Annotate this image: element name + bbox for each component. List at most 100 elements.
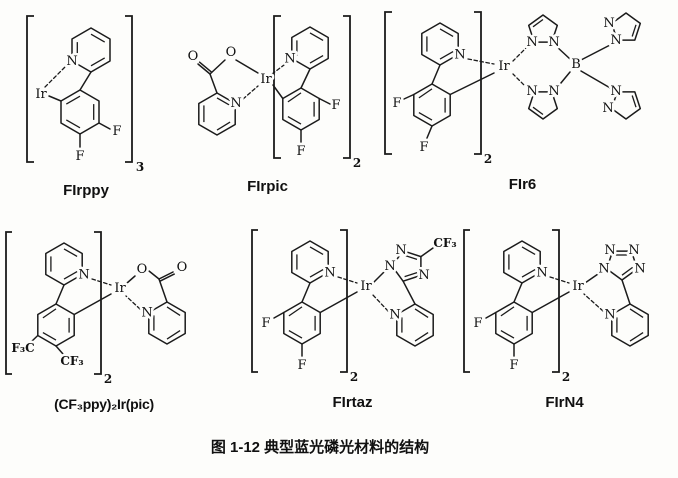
- nitrogen-atom-label: N: [526, 84, 537, 99]
- c-f-bond: [403, 93, 415, 100]
- triazole-pyridine-ligand: [371, 247, 434, 347]
- c-f-bond: [318, 97, 331, 105]
- n-ir-dative-bond: [583, 293, 604, 312]
- nitrogen-atom-label: N: [284, 52, 295, 67]
- c-cf3-bond: [420, 247, 434, 258]
- iridium-atom-label: Ir: [498, 59, 510, 74]
- iridium-atom-label: Ir: [35, 87, 47, 102]
- ir-nitrogen-dative-bond: [337, 276, 358, 284]
- nitrogen-atom-label: N: [628, 243, 639, 258]
- ppy-ligand: [403, 22, 459, 139]
- ir-n-bond: [584, 273, 599, 284]
- nitrogen-atom-label: N: [395, 243, 406, 258]
- ir-nitrogen-dative-bond: [549, 276, 570, 284]
- b-n-bond: [555, 71, 571, 90]
- fluorine-atom-label: F: [296, 144, 305, 159]
- fir6-drawing: N F F Ir B N N N N N N N N 2: [384, 11, 642, 166]
- ir-nitrogen-dative-bond: [512, 45, 529, 62]
- fluorine-atom-label: F: [509, 358, 518, 373]
- nitrogen-atom-label: N: [548, 35, 559, 50]
- nitrogen-atom-label: N: [141, 306, 152, 321]
- cf3ppy-drawing: N F₃C CF₃ Ir O O N 2: [5, 231, 190, 386]
- bracket-pair: [26, 15, 133, 163]
- oxygen-atom-label: O: [188, 49, 199, 64]
- inter-ring-bond: [300, 68, 311, 89]
- ppy-ligand: [30, 242, 83, 355]
- boron-atom-label: B: [571, 57, 581, 72]
- oxygen-atom-label: O: [226, 45, 237, 60]
- o-ir-bond: [235, 59, 259, 74]
- inter-ring-bond: [79, 71, 92, 91]
- firn4-drawing: N F F Ir N N N N N 2: [463, 229, 649, 384]
- pyridine-ring: [71, 27, 111, 73]
- bracket-subscript: 2: [350, 370, 358, 384]
- fluorine-atom-label: F: [112, 124, 121, 139]
- fluorine-atom-label: F: [392, 96, 401, 111]
- ir-carbon-bond: [73, 293, 112, 316]
- o-c-bond: [148, 270, 160, 280]
- c-f-bond: [273, 311, 285, 319]
- c-f-bond: [485, 311, 497, 319]
- nitrogen-atom-label: N: [526, 35, 537, 50]
- fluorine-atom-label: F: [261, 316, 270, 331]
- pyridine-ring: [148, 301, 186, 345]
- ir-nitrogen-dative-bond: [512, 73, 529, 90]
- iridium-atom-label: Ir: [260, 72, 272, 87]
- c-o-single-bond: [209, 59, 226, 75]
- phenyl-ring: [60, 89, 100, 135]
- ir-nitrogen-dative-bond: [467, 58, 495, 65]
- structure-firtaz: N F F Ir N N N CF₃ N 2 FIrtaz: [250, 222, 459, 411]
- nitrogen-atom-label: N: [384, 259, 395, 274]
- structure-name-firn4: FIrN4: [545, 394, 584, 411]
- nitrogen-atom-label: N: [598, 262, 609, 277]
- ir-n-bond: [372, 271, 385, 284]
- pyrazole-ring: [610, 91, 642, 120]
- tetrazole-pyridine-bond: [621, 279, 631, 305]
- carboxyl-ring-bond: [158, 278, 168, 303]
- cf3-group-label: CF₃: [433, 236, 456, 250]
- picolinate-ligand: [197, 59, 259, 136]
- c-o-double-bond: [198, 61, 213, 73]
- structure-firpic: O O N Ir N F F 2 FIrpic: [170, 6, 365, 195]
- picolinate-ligand: [125, 270, 186, 345]
- bracket-subscript: 2: [484, 152, 492, 166]
- fluorine-atom-label: F: [473, 316, 482, 331]
- triazole-pyridine-bond: [402, 280, 416, 305]
- fluorine-atom-label: F: [419, 140, 428, 155]
- iridium-atom-label: Ir: [572, 279, 584, 294]
- b-n-bond: [580, 43, 613, 61]
- ppy-ligand: [273, 240, 329, 357]
- pyrazolylborate-ligand: [512, 12, 642, 120]
- nitrogen-atom-label: N: [66, 54, 77, 69]
- structure-cf3ppy: N F₃C CF₃ Ir O O N 2 (CF₃ppy)₂Ir(pic): [4, 224, 229, 412]
- n-ir-dative-bond: [125, 295, 141, 310]
- triazole-ring: [391, 250, 422, 282]
- c-o-double-bond: [159, 273, 175, 282]
- c-o-double-bond: [158, 271, 174, 280]
- nitrogen-atom-label: N: [610, 84, 621, 99]
- bracket-pair: [251, 229, 348, 373]
- structure-firn4: N F F Ir N N N N N 2 FIrN4: [462, 222, 667, 411]
- oxygen-atom-label: O: [177, 260, 188, 275]
- nitrogen-atom-label: N: [604, 308, 615, 323]
- nitrogen-atom-label: N: [603, 16, 614, 31]
- pyridine-ring: [611, 303, 649, 347]
- nitrogen-atom-label: N: [324, 266, 335, 281]
- ir-carbon-bond: [48, 95, 62, 102]
- nitrogen-atom-label: N: [418, 268, 429, 283]
- b-n-bond: [555, 45, 571, 60]
- fluorine-atom-label: F: [297, 358, 306, 373]
- bracket-pair: [5, 231, 102, 375]
- figure-caption: 图 1-12 典型蓝光磷光材料的结构: [210, 439, 430, 456]
- pyridine-ring: [396, 303, 434, 347]
- bracket-subscript: 2: [562, 370, 570, 384]
- oxygen-atom-label: O: [137, 262, 148, 277]
- c-f-bond: [98, 122, 111, 130]
- firtaz-drawing: N F F Ir N N N CF₃ N 2: [251, 229, 459, 384]
- bracket-pair: [463, 229, 560, 373]
- tetrazole-pyridine-ligand: [583, 250, 649, 347]
- firppy-drawing: Ir N F F 3: [26, 15, 144, 174]
- ring-carboxyl-bond: [209, 73, 218, 94]
- inter-ring-bond: [431, 64, 441, 85]
